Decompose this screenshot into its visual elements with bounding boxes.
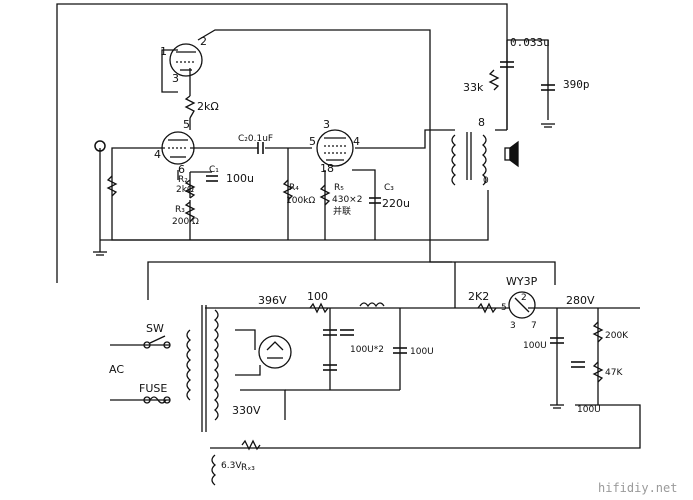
regulator-tube-wy3p (508, 291, 536, 319)
capacitor-value: 100U*2 (350, 345, 384, 355)
resistor-value: 100kΩ (286, 196, 315, 206)
ground-symbols (93, 123, 564, 409)
pin-label: 4 (353, 135, 360, 148)
resistor-ref: R₅ (334, 183, 344, 193)
resistor-ref: R₂ (178, 175, 188, 185)
pin-label: 4 (154, 148, 161, 161)
tube-v1-bottom (161, 131, 195, 165)
rectifier-tube (258, 335, 292, 369)
tube-v1-top (169, 43, 203, 77)
capacitor-value: 100U (523, 341, 547, 351)
pin-label: 3 (172, 72, 179, 85)
feedback-capacitor-value: 0.033u (510, 36, 550, 49)
resistor-value: 100 (307, 290, 328, 303)
transformer-pin: 8 (478, 116, 485, 129)
choke-coil (359, 302, 385, 308)
voltage-label: 330V (232, 404, 261, 417)
resistor-ref: R₃ (175, 205, 185, 215)
power-transformer (186, 305, 219, 486)
switch-label: SW (146, 322, 164, 335)
capacitor-value: 220u (382, 197, 410, 210)
pin-label: 7 (531, 321, 537, 331)
capacitor-value: 100u (226, 172, 254, 185)
speaker-icon (504, 140, 519, 168)
pin-label: 2 (521, 293, 527, 303)
resistor-ref: Rₓ₃ (241, 463, 255, 473)
labels: 1 2 3 2kΩ 5 4 6 R₂ 2kΩ C₁ 100u R₃ 200 Ω … (109, 35, 677, 495)
pin-label: 3 (323, 118, 330, 131)
pin-label: 5 (501, 303, 507, 313)
capacitor-value: 100U (577, 405, 601, 415)
input-jack-icon (94, 140, 106, 152)
voltage-label: 280V (566, 294, 595, 307)
watermark: hifidiy.net (598, 481, 677, 495)
capacitors (206, 61, 585, 371)
voltage-label: 6.3V (221, 461, 242, 471)
tube-v2-pentode (316, 129, 354, 167)
output-transformer (451, 132, 487, 186)
resistors (106, 69, 604, 451)
pin-label: 18 (320, 162, 334, 175)
resistor-value: 2kΩ (197, 100, 219, 113)
capacitor-ref: C₁ (209, 165, 219, 175)
resistor-value: 200K (605, 331, 629, 341)
tube-label: WY3P (506, 275, 538, 288)
capacitor-label: C₂0.1uF (238, 134, 273, 144)
fuse-label: FUSE (139, 382, 167, 395)
pin-label: 3 (510, 321, 516, 331)
feedback-capacitor-value: 390p (563, 78, 590, 91)
feedback-resistor-value: 33k (463, 81, 484, 94)
voltage-label: 396V (258, 294, 287, 307)
resistor-value: 47K (605, 368, 623, 378)
pin-label: 1 (160, 45, 167, 58)
pin-label: 2 (200, 35, 207, 48)
resistor-note: 并联 (333, 205, 351, 217)
resistor-value: 2K2 (468, 290, 489, 303)
resistor-value: 430×2 (332, 195, 362, 205)
transformer-pin: 0 (483, 176, 489, 186)
capacitor-ref: C₃ (384, 183, 394, 193)
resistor-value: 200 Ω (172, 217, 199, 227)
ac-label: AC (109, 363, 124, 376)
pin-label: 5 (309, 135, 316, 148)
pin-label: 6 (178, 163, 185, 176)
switch-and-fuse (143, 335, 171, 404)
pin-label: 5 (183, 118, 190, 131)
resistor-ref: R₄ (289, 183, 299, 193)
capacitor-value: 100U (410, 347, 434, 357)
resistor-value: 2kΩ (176, 185, 194, 195)
